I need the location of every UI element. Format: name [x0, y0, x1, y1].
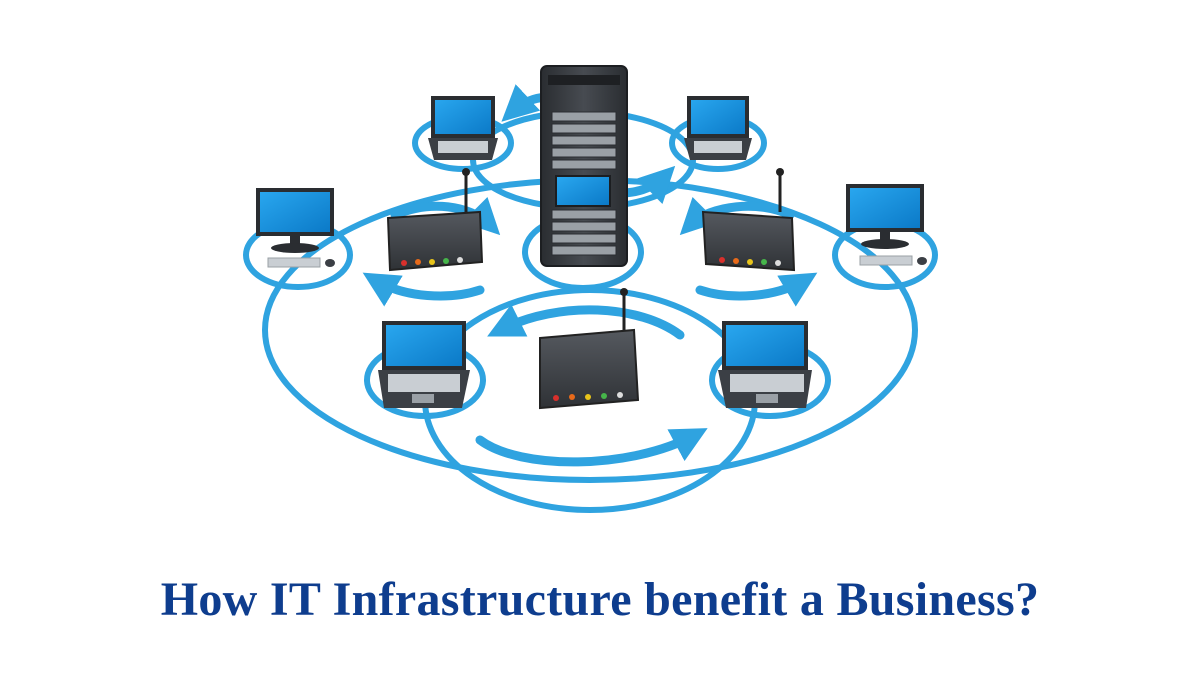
arrow-center-top: [487, 304, 685, 340]
laptop-bottom-left-icon: [378, 321, 470, 408]
arrow-left-router-top: [390, 197, 501, 236]
arrow-center-bottom: [475, 428, 708, 467]
arrow-right-router-bottom: [695, 272, 818, 307]
desktop-right-icon: [846, 184, 927, 266]
router-left-icon: [386, 168, 484, 272]
laptop-top-left-icon: [428, 96, 498, 160]
server-rack-icon: [540, 65, 628, 267]
network-diagram: [243, 65, 938, 513]
router-center-icon: [539, 288, 640, 410]
arrow-left-router-bottom: [362, 272, 485, 307]
router-right-icon: [701, 168, 796, 272]
desktop-left-icon: [256, 188, 335, 268]
page-title: How IT Infrastructure benefit a Business…: [160, 573, 1040, 626]
laptop-top-right-icon: [684, 96, 752, 160]
laptop-bottom-right-icon: [718, 321, 812, 408]
